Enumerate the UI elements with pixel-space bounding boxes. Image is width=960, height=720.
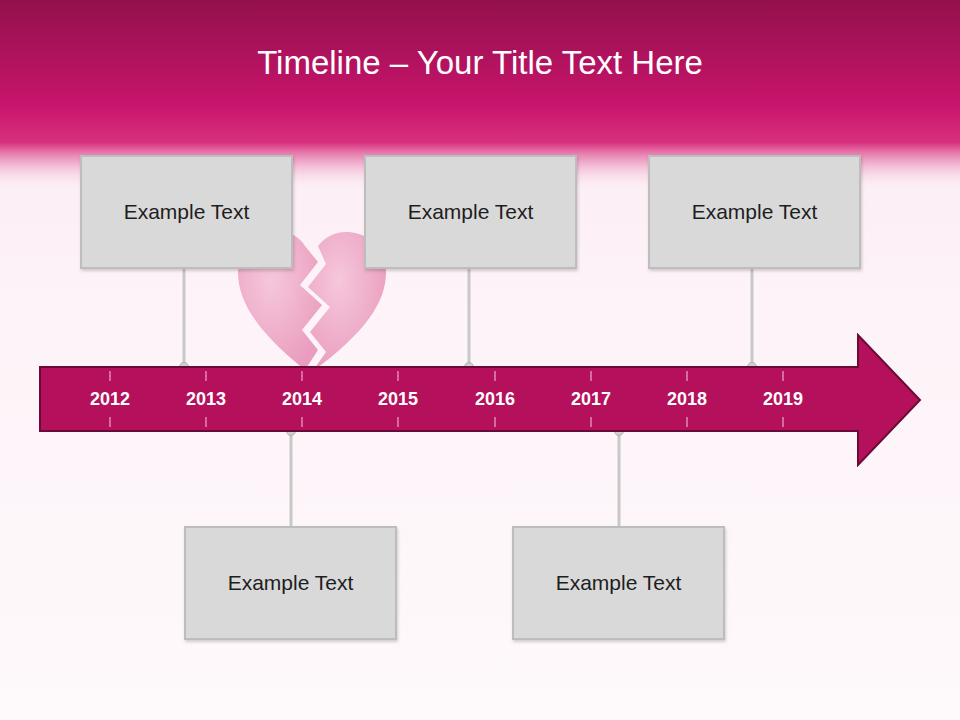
event-text: Example Text (682, 200, 828, 224)
leader-line (180, 269, 189, 372)
tick-mark (495, 371, 496, 381)
tick-mark (398, 371, 399, 381)
tick-mark (591, 417, 592, 427)
event-text: Example Text (114, 200, 260, 224)
event-text: Example Text (218, 571, 364, 595)
year-label: 2013 (186, 389, 226, 410)
tick-mark (302, 417, 303, 427)
tick-mark (783, 371, 784, 381)
tick-mark (110, 417, 111, 427)
timeline-arrow: 2012 2013 2014 2015 2016 2017 2018 2019 (38, 333, 924, 467)
year-label: 2017 (571, 389, 611, 410)
tick-mark (110, 371, 111, 381)
leader-stroke (468, 269, 471, 367)
leader-line (748, 269, 757, 372)
tick-mark (783, 417, 784, 427)
tick-mark (687, 417, 688, 427)
event-box: Example Text (184, 526, 397, 640)
year-label: 2018 (667, 389, 707, 410)
tick-mark (302, 371, 303, 381)
year-label: 2016 (475, 389, 515, 410)
event-box: Example Text (648, 155, 861, 269)
tick-mark (398, 417, 399, 427)
leader-line (615, 427, 624, 527)
event-box: Example Text (512, 526, 725, 640)
tick-mark (495, 417, 496, 427)
leader-stroke (183, 269, 186, 367)
event-box: Example Text (80, 155, 293, 269)
year-label: 2014 (282, 389, 322, 410)
tick-mark (206, 417, 207, 427)
leader-stroke (618, 431, 621, 526)
leader-line (465, 269, 474, 372)
event-text: Example Text (546, 571, 692, 595)
tick-mark (591, 371, 592, 381)
leader-stroke (751, 269, 754, 367)
leader-stroke (290, 431, 293, 526)
year-label: 2012 (90, 389, 130, 410)
year-label: 2019 (763, 389, 803, 410)
event-text: Example Text (398, 200, 544, 224)
leader-line (287, 427, 296, 527)
arrow-body (40, 335, 920, 465)
event-box: Example Text (364, 155, 577, 269)
slide-title: Timeline – Your Title Text Here (0, 44, 960, 82)
year-label: 2015 (378, 389, 418, 410)
tick-mark (206, 371, 207, 381)
tick-mark (687, 371, 688, 381)
